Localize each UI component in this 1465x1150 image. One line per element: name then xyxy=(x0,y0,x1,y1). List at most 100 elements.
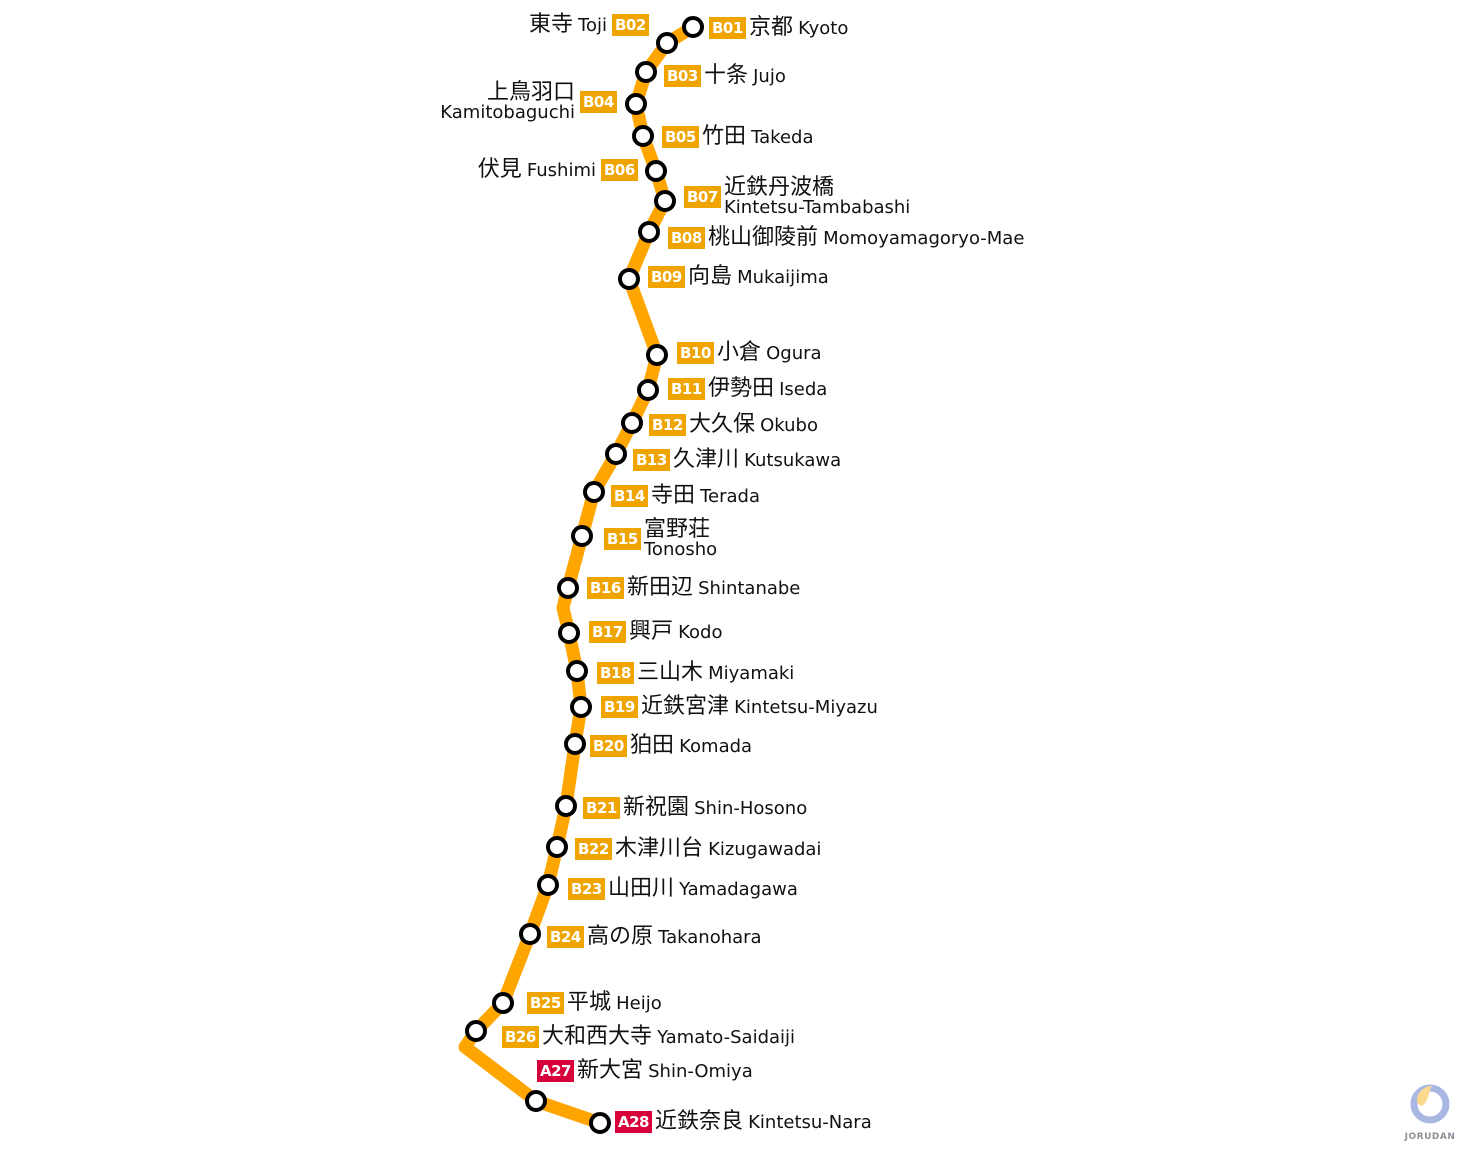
station-label-b14[interactable]: 寺田 Terada xyxy=(651,485,760,507)
station-label-b02[interactable]: 東寺 Toji xyxy=(529,14,607,36)
station-marker-b04[interactable] xyxy=(625,93,647,115)
station-marker-b20[interactable] xyxy=(564,733,586,755)
station-marker-a27[interactable] xyxy=(525,1090,547,1112)
station-name-jp: 伊勢田 xyxy=(708,376,775,401)
station-name-en: Shintanabe xyxy=(698,578,801,599)
station-code-badge: B12 xyxy=(649,414,686,436)
station-name-jp: 興戸 xyxy=(629,619,674,644)
station-name-en: Kamitobaguchi xyxy=(440,102,575,123)
station-name-en: Miyamaki xyxy=(708,663,795,684)
station-code-badge: B26 xyxy=(502,1026,539,1048)
station-label-b05[interactable]: 竹田 Takeda xyxy=(702,126,813,148)
station-marker-b22[interactable] xyxy=(546,836,568,858)
station-marker-b13[interactable] xyxy=(605,443,627,465)
station-name-en: Kintetsu-Tambabashi xyxy=(724,197,911,218)
station-name-jp: 新田辺 xyxy=(627,575,694,600)
station-name-jp: 大久保 xyxy=(689,412,756,437)
station-name-jp: 寺田 xyxy=(651,483,696,508)
station-code-badge: B15 xyxy=(604,528,641,550)
station-code-badge: B04 xyxy=(580,91,617,113)
station-name-jp: 木津川台 xyxy=(615,836,704,861)
station-label-b20[interactable]: 狛田 Komada xyxy=(630,735,752,757)
station-code-badge: B17 xyxy=(589,621,626,643)
station-name-en: Momoyamagoryo-Mae xyxy=(823,228,1025,249)
station-marker-b08[interactable] xyxy=(638,221,660,243)
station-name-en: Ogura xyxy=(766,343,822,364)
station-marker-b25[interactable] xyxy=(492,992,514,1014)
station-label-a28[interactable]: 近鉄奈良 Kintetsu-Nara xyxy=(655,1111,872,1133)
station-marker-b07[interactable] xyxy=(654,190,676,212)
station-name-en: Jujo xyxy=(753,66,786,87)
station-marker-b12[interactable] xyxy=(621,412,643,434)
station-marker-b06[interactable] xyxy=(645,160,667,182)
station-code-badge: A27 xyxy=(537,1060,574,1082)
station-marker-b03[interactable] xyxy=(635,61,657,83)
station-code-badge: B03 xyxy=(664,65,701,87)
station-label-b08[interactable]: 桃山御陵前 Momoyamagoryo-Mae xyxy=(708,227,1024,249)
station-marker-b23[interactable] xyxy=(537,874,559,896)
station-label-b13[interactable]: 久津川 Kutsukawa xyxy=(673,449,841,471)
station-marker-b01[interactable] xyxy=(682,16,704,38)
station-label-b11[interactable]: 伊勢田 Iseda xyxy=(708,378,827,400)
station-marker-b05[interactable] xyxy=(632,125,654,147)
station-code-badge: B02 xyxy=(612,14,649,36)
station-name-en: Kodo xyxy=(678,622,723,643)
station-name-en: Takanohara xyxy=(658,927,762,948)
station-name-jp: 向島 xyxy=(688,264,733,289)
station-marker-b10[interactable] xyxy=(646,344,668,366)
station-marker-a28[interactable] xyxy=(589,1112,611,1134)
station-label-b21[interactable]: 新祝園 Shin-Hosono xyxy=(623,797,807,819)
station-name-jp: 高の原 xyxy=(587,924,654,949)
station-marker-b16[interactable] xyxy=(557,577,579,599)
station-name-jp: 久津川 xyxy=(673,447,740,472)
station-code-badge: B11 xyxy=(668,378,705,400)
station-label-b24[interactable]: 高の原 Takanohara xyxy=(587,926,762,948)
station-label-b26[interactable]: 大和西大寺 Yamato-Saidaiji xyxy=(542,1026,795,1048)
station-marker-b14[interactable] xyxy=(583,481,605,503)
station-name-en: Iseda xyxy=(779,379,828,400)
station-label-b22[interactable]: 木津川台 Kizugawadai xyxy=(615,838,821,860)
station-marker-b15[interactable] xyxy=(571,525,593,547)
station-label-b10[interactable]: 小倉 Ogura xyxy=(717,342,822,364)
station-label-b19[interactable]: 近鉄宮津 Kintetsu-Miyazu xyxy=(641,696,878,718)
station-name-en: Okubo xyxy=(760,415,818,436)
station-name-jp: 山田川 xyxy=(608,876,675,901)
station-marker-b11[interactable] xyxy=(637,379,659,401)
station-label-b18[interactable]: 三山木 Miyamaki xyxy=(637,662,794,684)
station-name-en: Tonosho xyxy=(644,539,718,560)
station-marker-b19[interactable] xyxy=(570,696,592,718)
station-marker-b24[interactable] xyxy=(519,923,541,945)
station-marker-b18[interactable] xyxy=(566,660,588,682)
station-label-b17[interactable]: 興戸 Kodo xyxy=(629,621,722,643)
station-name-en: Kintetsu-Nara xyxy=(748,1112,872,1133)
station-name-en: Shin-Hosono xyxy=(694,798,808,819)
station-code-badge: B16 xyxy=(587,577,624,599)
station-label-b09[interactable]: 向島 Mukaijima xyxy=(688,266,829,288)
station-marker-b17[interactable] xyxy=(558,622,580,644)
station-code-badge: B21 xyxy=(583,797,620,819)
station-marker-b26[interactable] xyxy=(465,1020,487,1042)
station-name-en: Kintetsu-Miyazu xyxy=(734,697,878,718)
station-label-b03[interactable]: 十条 Jujo xyxy=(704,65,786,87)
station-name-en: Mukaijima xyxy=(737,267,829,288)
station-label-a27[interactable]: 新大宮 Shin-Omiya xyxy=(577,1060,753,1082)
station-label-b01[interactable]: 京都 Kyoto xyxy=(749,17,848,39)
station-marker-b21[interactable] xyxy=(555,795,577,817)
station-name-en: Kyoto xyxy=(798,18,849,39)
station-label-b06[interactable]: 伏見 Fushimi xyxy=(478,159,596,181)
station-label-b12[interactable]: 大久保 Okubo xyxy=(689,414,818,436)
station-label-b25[interactable]: 平城 Heijo xyxy=(567,992,662,1014)
station-name-jp: 京都 xyxy=(749,15,794,40)
station-label-b23[interactable]: 山田川 Yamadagawa xyxy=(608,878,798,900)
station-marker-b02[interactable] xyxy=(656,32,678,54)
station-code-badge: B19 xyxy=(601,696,638,718)
station-marker-b09[interactable] xyxy=(618,268,640,290)
station-label-b16[interactable]: 新田辺 Shintanabe xyxy=(627,577,800,599)
jorudan-logo-icon xyxy=(1410,1084,1450,1124)
station-name-jp: 小倉 xyxy=(717,340,762,365)
station-name-jp: 桃山御陵前 xyxy=(708,225,819,250)
